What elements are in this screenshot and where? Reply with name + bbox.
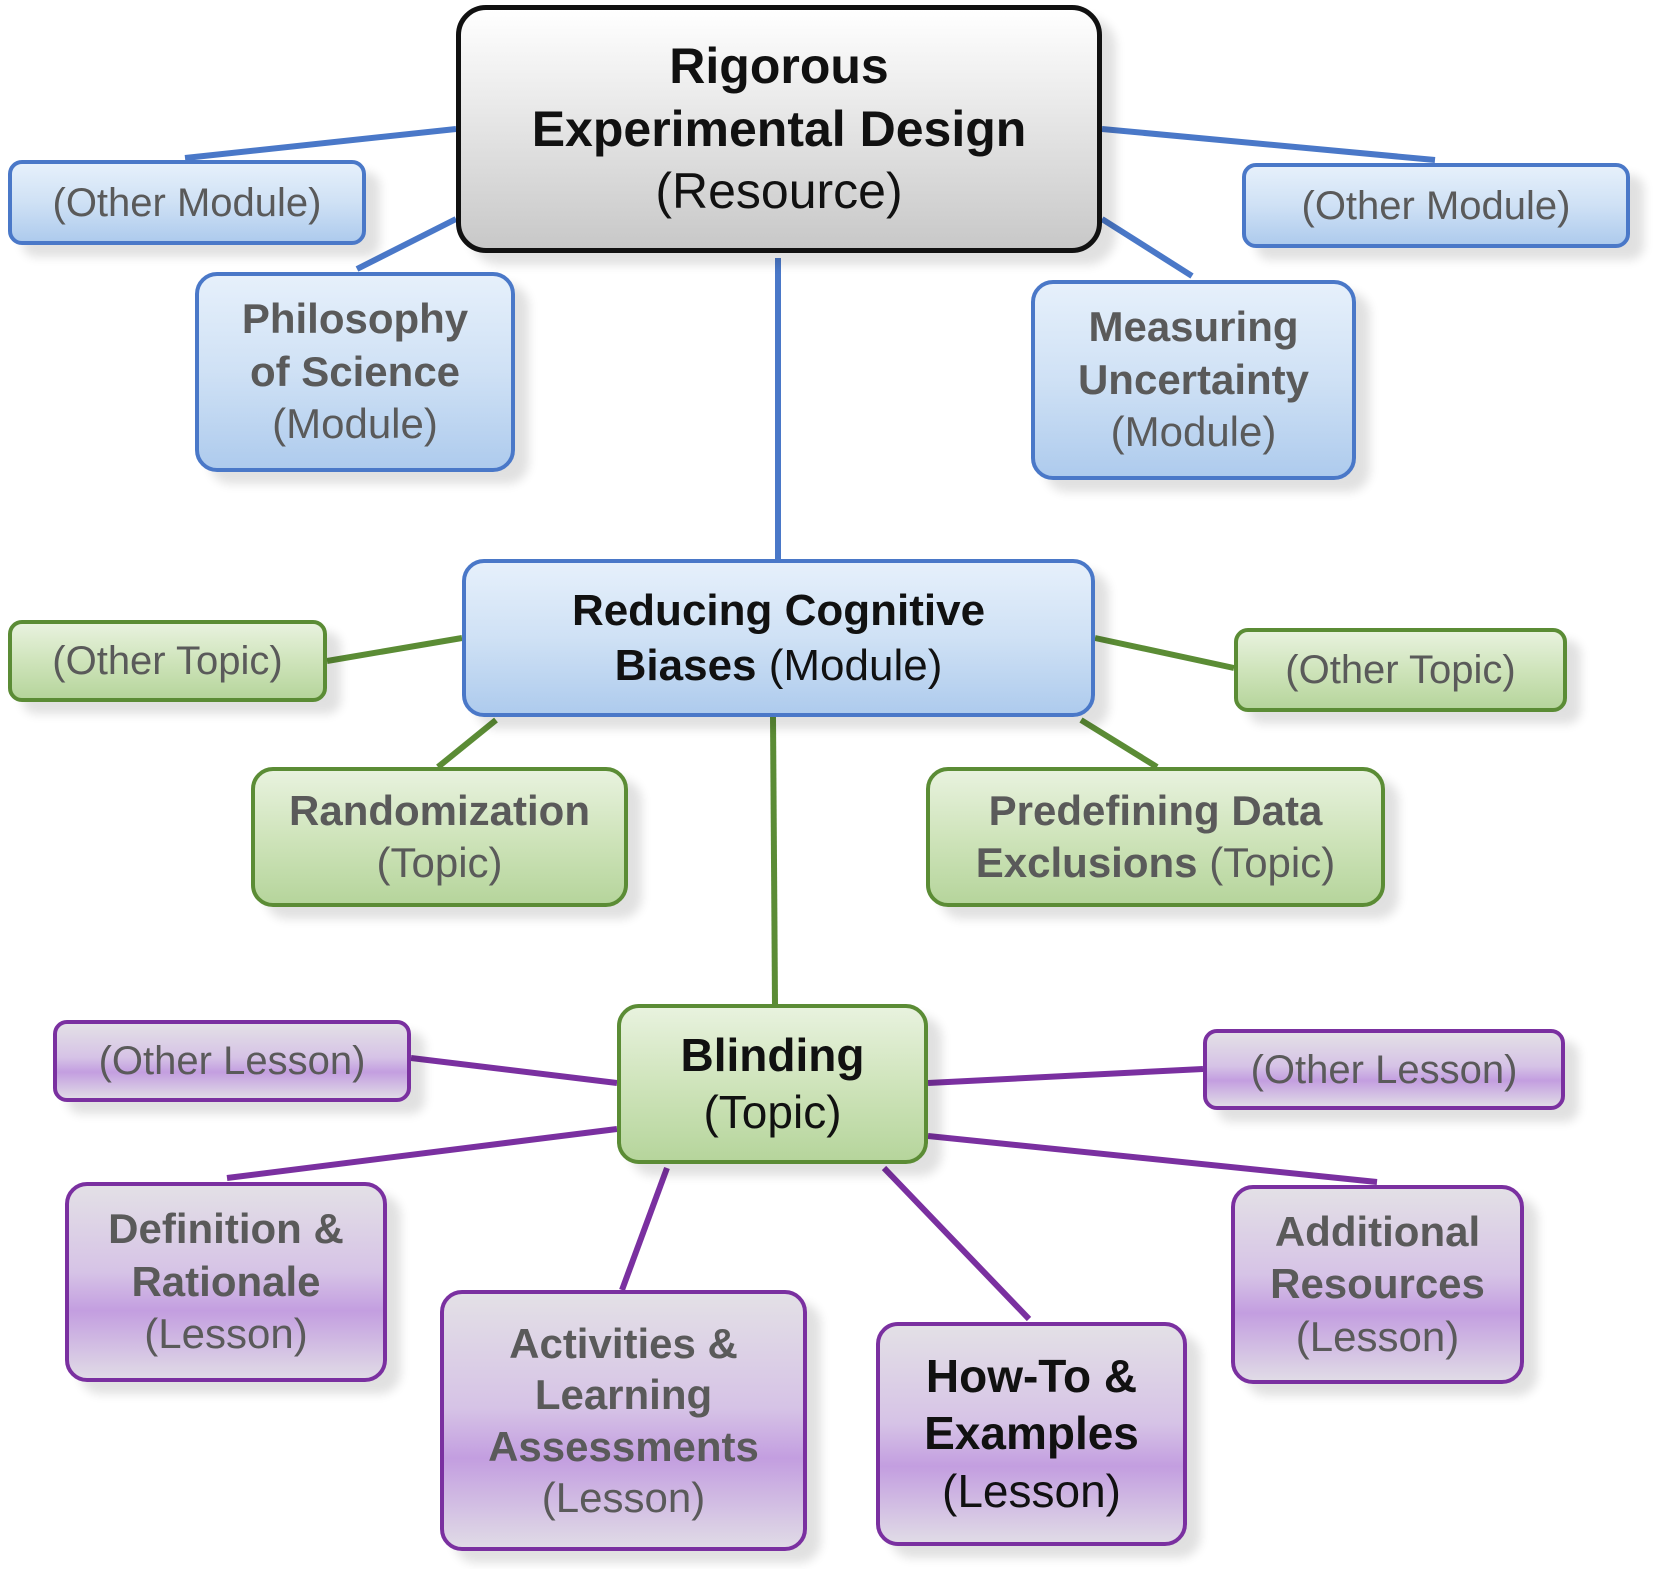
- node-type: (Resource): [655, 163, 903, 220]
- node-type: (Topic): [1209, 839, 1336, 886]
- edge-blinding-other-lesson-left: [410, 1055, 618, 1086]
- node-title: Resources: [1270, 1260, 1485, 1308]
- edge-blinding-activities: [619, 1166, 670, 1292]
- topic-node-blinding: Blinding (Topic): [617, 1004, 928, 1164]
- edge-root-other-module-right: [1101, 126, 1436, 163]
- edge-reducing-randomization: [436, 717, 498, 770]
- edge-reducing-other-topic-right: [1094, 635, 1235, 671]
- lesson-node-definition-rationale: Definition & Rationale (Lesson): [65, 1182, 387, 1382]
- topic-node-predefining-data-exclusions: Predefining Data Exclusions (Topic): [926, 767, 1385, 907]
- node-label: (Other Lesson): [98, 1039, 366, 1083]
- node-label: (Other Topic): [52, 639, 283, 683]
- node-title: Randomization: [289, 786, 590, 834]
- node-title: Reducing Cognitive: [571, 586, 986, 635]
- lesson-node-activities-assessments: Activities & Learning Assessments (Lesso…: [440, 1290, 807, 1551]
- node-label: (Other Lesson): [1250, 1047, 1518, 1092]
- resource-node-rigorous-experimental-design: Rigorous Experimental Design (Resource): [456, 5, 1102, 253]
- node-title: Philosophy: [241, 295, 469, 343]
- edge-reducing-predefining: [1079, 717, 1159, 770]
- node-type: (Lesson): [541, 1473, 706, 1521]
- node-title: Uncertainty: [1077, 355, 1310, 403]
- node-title: Examples: [924, 1407, 1139, 1460]
- node-title: Measuring: [1088, 303, 1299, 351]
- topic-node-other-left: (Other Topic): [8, 620, 327, 702]
- lesson-node-other-right: (Other Lesson): [1203, 1029, 1565, 1110]
- node-title: of Science: [249, 347, 461, 395]
- node-type: (Module): [768, 641, 943, 690]
- node-type: (Lesson): [942, 1464, 1121, 1517]
- module-node-reducing-cognitive-biases: Reducing Cognitive Biases (Module): [462, 559, 1095, 717]
- edge-blinding-additional: [927, 1133, 1378, 1185]
- edge-root-other-module-left: [184, 126, 457, 161]
- edge-root-philosophy: [355, 216, 458, 272]
- lesson-node-howto-examples: How-To & Examples (Lesson): [876, 1322, 1187, 1546]
- node-type: (Lesson): [144, 1310, 308, 1358]
- lesson-node-other-left: (Other Lesson): [53, 1020, 411, 1102]
- module-node-measuring-uncertainty: Measuring Uncertainty (Module): [1031, 280, 1356, 480]
- node-title: Rationale: [131, 1257, 321, 1305]
- edge-blinding-other-lesson-right: [927, 1066, 1204, 1086]
- node-title: Blinding: [680, 1028, 865, 1081]
- edge-reducing-other-topic-left: [326, 635, 463, 664]
- edge-root-measuring: [1100, 216, 1194, 279]
- topic-node-other-right: (Other Topic): [1234, 628, 1567, 712]
- node-title: Activities &: [509, 1320, 738, 1368]
- node-label: (Other Module): [52, 180, 322, 225]
- edge-blinding-definition: [226, 1126, 618, 1181]
- node-type: (Lesson): [1295, 1312, 1460, 1360]
- node-title: Predefining Data: [988, 786, 1323, 834]
- node-type: (Module): [272, 400, 438, 448]
- module-node-other-left: (Other Module): [8, 160, 366, 245]
- node-title: Experimental Design: [531, 100, 1027, 157]
- module-node-philosophy-of-science: Philosophy of Science (Module): [195, 272, 515, 472]
- node-title: Rigorous: [669, 38, 889, 95]
- module-node-other-right: (Other Module): [1242, 163, 1630, 248]
- node-title: Learning: [534, 1371, 713, 1419]
- node-type: (Topic): [703, 1086, 842, 1138]
- node-title: Definition &: [108, 1205, 344, 1253]
- node-title: Additional: [1274, 1207, 1481, 1255]
- node-label: (Other Topic): [1285, 648, 1516, 692]
- node-label: (Other Module): [1301, 183, 1571, 228]
- lesson-node-additional-resources: Additional Resources (Lesson): [1231, 1185, 1524, 1384]
- node-title: How-To &: [925, 1349, 1138, 1402]
- topic-node-randomization: Randomization (Topic): [251, 767, 628, 907]
- node-type: (Module): [1110, 408, 1277, 456]
- edge-reducing-blinding: [770, 716, 778, 1005]
- edge-blinding-howto: [881, 1165, 1032, 1322]
- node-title: Assessments: [488, 1422, 759, 1470]
- node-type: (Topic): [376, 839, 503, 886]
- node-title: Exclusions: [975, 839, 1198, 886]
- node-title: Biases: [614, 641, 757, 690]
